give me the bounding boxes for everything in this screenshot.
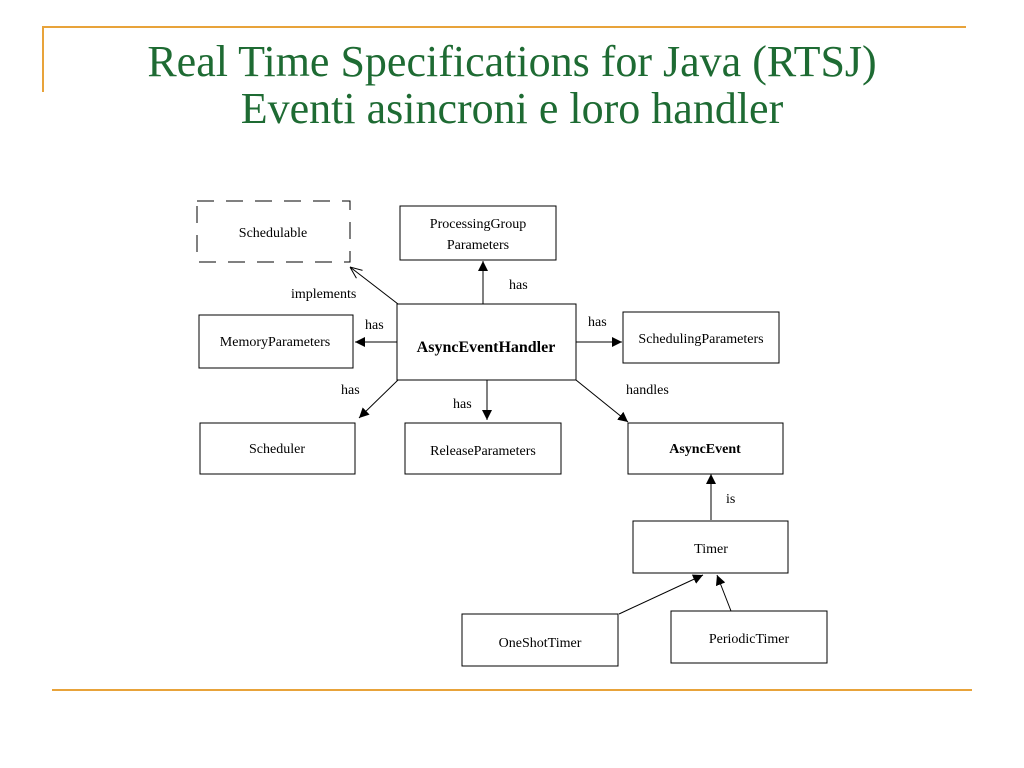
node-processing-group-parameters: ProcessingGroup Parameters: [399, 205, 557, 261]
node-schedulable-label: Schedulable: [239, 226, 307, 241]
node-periodic-timer: PeriodicTimer: [670, 610, 828, 664]
node-timer: Timer: [632, 520, 789, 574]
edge-label-handles: handles: [626, 383, 669, 398]
edge-label-has-memory: has: [365, 318, 384, 333]
left-accent-rule: [42, 26, 44, 92]
edge-periodic-timer: [715, 574, 732, 612]
node-scheduler-label: Scheduler: [249, 442, 305, 457]
node-async-event: AsyncEvent: [627, 422, 784, 475]
slide-title: Real Time Specifications for Java (RTSJ)…: [0, 38, 1024, 132]
node-timer-label: Timer: [694, 542, 728, 557]
edge-implements: [350, 267, 399, 305]
node-processing-group-label-2: Parameters: [447, 238, 509, 253]
title-line-2: Eventi asincroni e loro handler: [240, 84, 784, 133]
node-scheduler: Scheduler: [199, 422, 356, 475]
node-memory-parameters: MemoryParameters: [198, 314, 354, 369]
node-release-parameters: ReleaseParameters: [404, 422, 562, 475]
title-line-1: Real Time Specifications for Java (RTSJ): [147, 37, 877, 86]
node-release-parameters-label: ReleaseParameters: [430, 444, 536, 459]
node-async-event-label: AsyncEvent: [669, 442, 741, 457]
node-scheduling-parameters-label: SchedulingParameters: [638, 332, 763, 347]
node-schedulable: Schedulable: [196, 200, 351, 263]
node-async-event-handler-label: AsyncEventHandler: [417, 339, 556, 356]
edge-label-implements: implements: [291, 287, 356, 302]
edge-label-is: is: [726, 492, 735, 507]
edge-label-has-release: has: [453, 397, 472, 412]
node-one-shot-timer-label: OneShotTimer: [499, 636, 582, 651]
node-periodic-timer-label: PeriodicTimer: [709, 632, 790, 647]
node-memory-parameters-label: MemoryParameters: [220, 335, 330, 350]
node-one-shot-timer: OneShotTimer: [461, 613, 619, 667]
node-scheduling-parameters: SchedulingParameters: [622, 311, 780, 364]
edge-has-scheduler: [358, 379, 399, 419]
bottom-accent-rule: [52, 689, 972, 691]
edge-handles: [575, 379, 629, 423]
edge-label-has-processing-group: has: [509, 278, 528, 293]
node-processing-group-label-1: ProcessingGroup: [430, 217, 526, 232]
edge-label-has-scheduling: has: [588, 315, 607, 330]
top-accent-rule: [42, 26, 966, 28]
node-async-event-handler: AsyncEventHandler: [396, 303, 577, 381]
edge-oneshot-timer: [618, 574, 704, 615]
edge-label-has-scheduler: has: [341, 383, 360, 398]
